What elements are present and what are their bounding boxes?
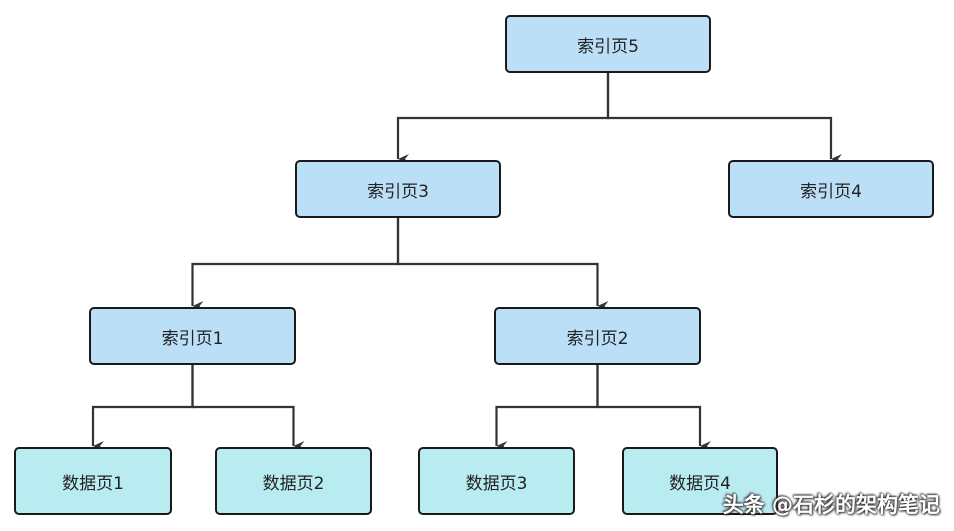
- node-index-page-5: 索引页5: [505, 15, 711, 73]
- node-index-page-4: 索引页4: [728, 160, 934, 218]
- node-label: 数据页4: [669, 473, 731, 494]
- node-label: 索引页2: [566, 328, 629, 349]
- node-data-page-3: 数据页3: [418, 447, 575, 515]
- edge-idx1-to-d1: [91, 365, 194, 451]
- node-label: 索引页4: [800, 181, 862, 202]
- edge-idx5-to-idx3: [396, 73, 610, 164]
- node-index-page-1: 索引页1: [89, 307, 296, 365]
- node-label: 数据页3: [465, 473, 528, 494]
- node-label: 索引页3: [367, 181, 429, 202]
- edge-idx2-to-d4: [596, 365, 711, 451]
- node-label: 索引页1: [161, 328, 224, 349]
- edge-idx3-to-idx1: [191, 218, 400, 311]
- node-label: 数据页1: [62, 473, 124, 494]
- edge-idx5-to-idx4: [606, 73, 842, 164]
- node-index-page-2: 索引页2: [494, 307, 701, 365]
- edge-idx3-to-idx2: [396, 218, 609, 311]
- node-index-page-3: 索引页3: [295, 160, 501, 218]
- node-data-page-4: 数据页4: [622, 447, 778, 515]
- node-label: 数据页2: [262, 473, 325, 494]
- edge-idx2-to-d3: [495, 365, 599, 451]
- node-data-page-1: 数据页1: [14, 447, 172, 515]
- node-data-page-2: 数据页2: [215, 447, 372, 515]
- watermark: 头条 @石杉的架构笔记: [722, 493, 940, 517]
- node-label: 索引页5: [577, 36, 639, 57]
- edge-idx1-to-d2: [191, 365, 305, 451]
